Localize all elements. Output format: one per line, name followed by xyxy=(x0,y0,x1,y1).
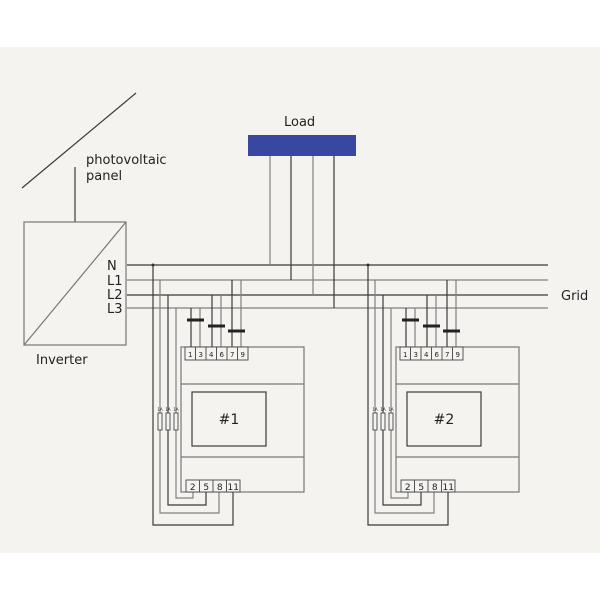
inverter-label: Inverter xyxy=(36,353,88,368)
load-label: Load xyxy=(284,115,315,130)
terminal-number: 6 xyxy=(435,351,440,359)
terminal-number: 11 xyxy=(443,483,454,493)
fuse-label: 1A xyxy=(372,407,378,412)
fuse-label: 1A xyxy=(165,407,171,412)
fuse xyxy=(157,412,163,431)
load-wires xyxy=(269,156,335,308)
terminal-bottom xyxy=(226,479,241,493)
voltage-wire xyxy=(175,308,194,499)
current-transformer-icon xyxy=(443,329,460,333)
fuse xyxy=(372,412,378,431)
fuse-label: 1A xyxy=(173,407,179,412)
fuse-label: 1A xyxy=(388,407,394,412)
meter-label: #2 xyxy=(434,412,455,428)
fuse xyxy=(388,412,394,431)
grid-label: Grid xyxy=(561,289,588,304)
terminal-number: 5 xyxy=(418,483,424,493)
voltage-wire xyxy=(167,295,207,506)
voltage-wire xyxy=(367,265,449,526)
junction xyxy=(366,263,370,267)
terminal-number: 2 xyxy=(190,483,196,493)
junction xyxy=(151,263,155,267)
terminal-number: 4 xyxy=(209,351,214,359)
terminal-number: 9 xyxy=(456,351,460,359)
terminal-number: 1 xyxy=(188,351,192,359)
terminal-bottom xyxy=(441,479,456,493)
phase-label-l3: L3 xyxy=(107,302,123,317)
current-transformer-icon xyxy=(423,324,440,328)
current-transformer-icon xyxy=(228,329,245,333)
phase-label-n: N xyxy=(107,259,117,274)
meter-display xyxy=(191,391,267,447)
terminal-number: 8 xyxy=(432,483,438,493)
phase-label-l1: L1 xyxy=(107,274,123,289)
photovoltaic-panel xyxy=(21,92,137,222)
voltage-wire xyxy=(374,280,435,514)
terminal-number: 3 xyxy=(414,351,418,359)
terminal-number: 7 xyxy=(445,351,449,359)
fuse-label: 1A xyxy=(380,407,386,412)
phase-label-l2: L2 xyxy=(107,288,123,303)
fuse xyxy=(173,412,179,431)
panel-label: photovoltaic xyxy=(86,153,167,168)
terminal-number: 6 xyxy=(220,351,225,359)
voltage-wire xyxy=(382,295,422,506)
terminal-number: 1 xyxy=(403,351,407,359)
terminal-number: 2 xyxy=(405,483,411,493)
terminal-number: 8 xyxy=(217,483,223,493)
fuse xyxy=(165,412,171,431)
load-block xyxy=(248,135,356,156)
fuse xyxy=(380,412,386,431)
fuse-label: 1A xyxy=(157,407,163,412)
current-transformer-icon xyxy=(402,318,419,322)
terminal-number: 5 xyxy=(203,483,209,493)
inverter xyxy=(23,221,127,346)
meter-display xyxy=(406,391,482,447)
bus-lines xyxy=(127,264,548,309)
meter-label: #1 xyxy=(219,412,240,428)
terminal-number: 7 xyxy=(230,351,234,359)
terminal-number: 4 xyxy=(424,351,429,359)
background xyxy=(0,47,600,553)
voltage-wire xyxy=(390,308,409,499)
terminal-number: 3 xyxy=(199,351,203,359)
voltage-wire xyxy=(152,265,234,526)
terminal-number: 11 xyxy=(228,483,239,493)
terminal-top xyxy=(237,346,249,361)
voltage-wire xyxy=(159,280,220,514)
current-transformer-icon xyxy=(208,324,225,328)
panel-label-2: panel xyxy=(86,169,122,184)
current-transformer-icon xyxy=(187,318,204,322)
terminal-top xyxy=(452,346,464,361)
terminal-number: 9 xyxy=(241,351,245,359)
